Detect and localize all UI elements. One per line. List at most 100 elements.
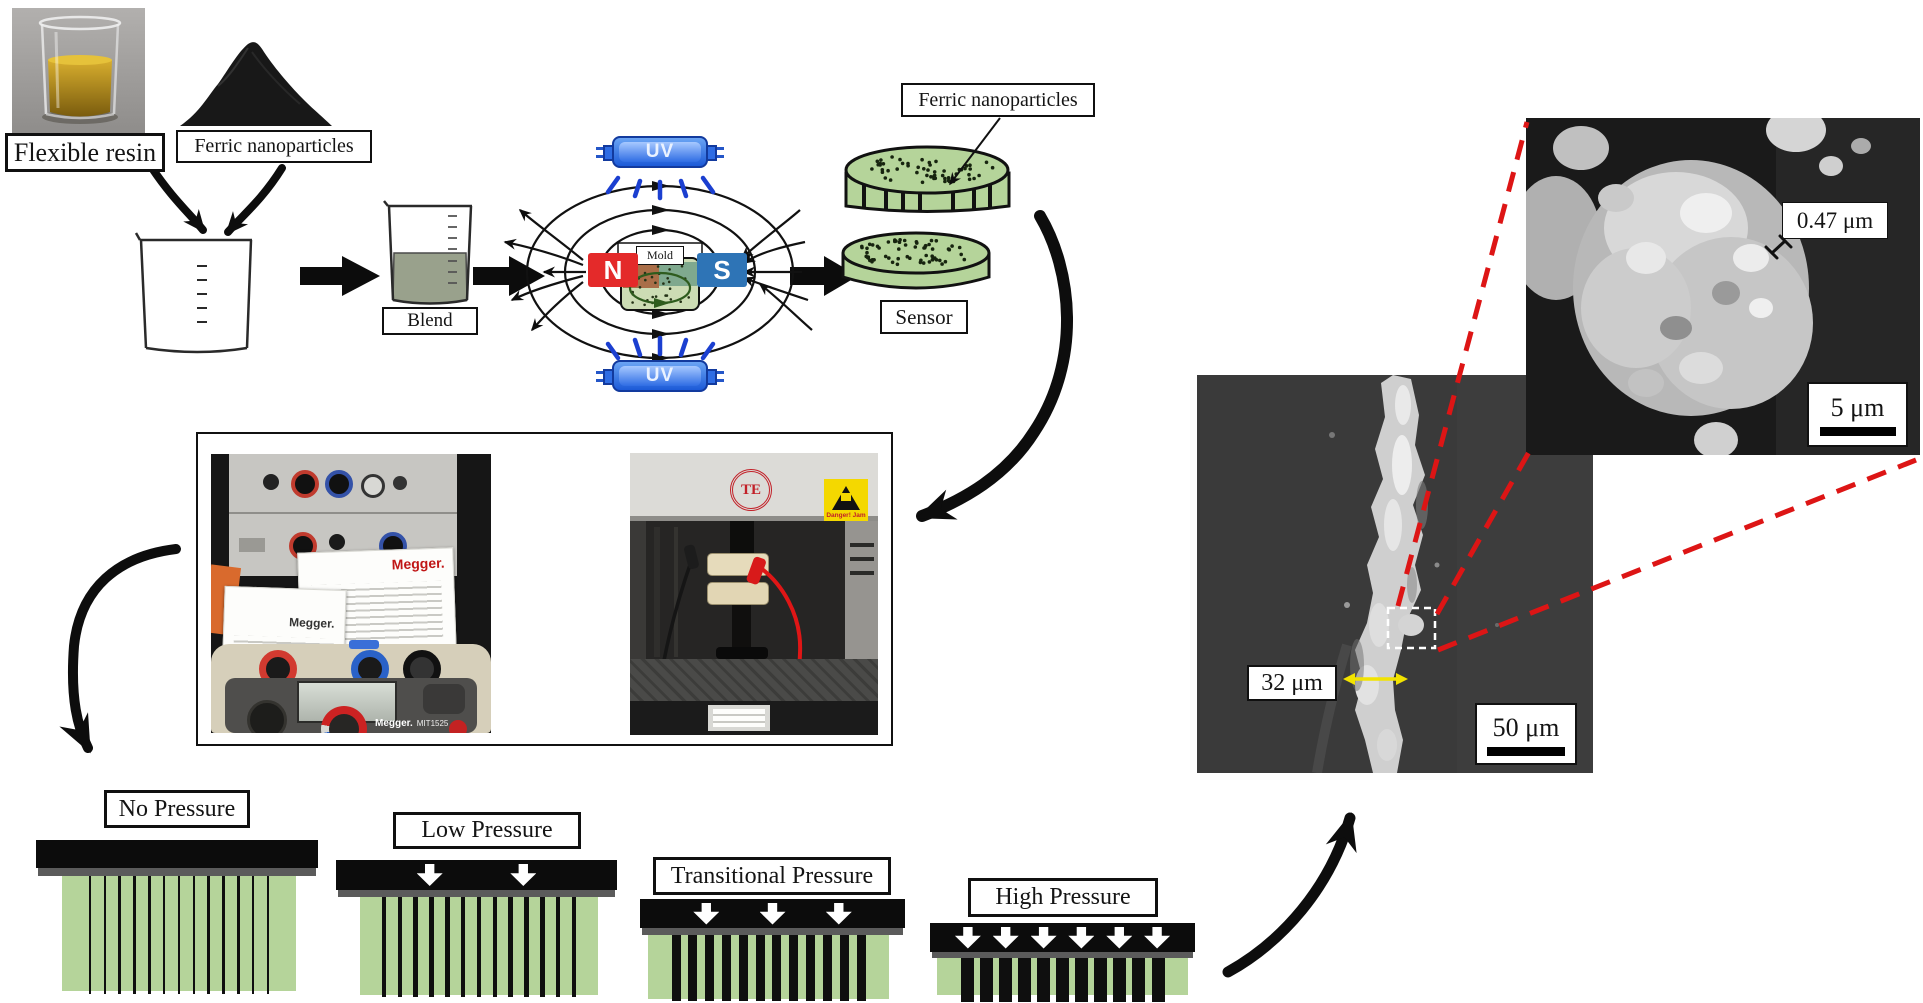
nanoparticle-pillar: [207, 876, 210, 994]
nanoparticle-pillar: [856, 935, 866, 1001]
nanoparticle-pillar: [540, 897, 545, 997]
warning-text: Danger! Jam: [826, 511, 866, 519]
panel-dial-icon: [361, 474, 385, 498]
sem-main-scalebar: 50 μm: [1475, 703, 1577, 765]
nanoparticle-pillar: [1075, 958, 1089, 1002]
press-strip: [642, 928, 903, 935]
nanoparticle-pillar: [429, 897, 434, 997]
press-strip: [932, 952, 1193, 958]
test-button: [449, 720, 467, 733]
arrow-keypad: [423, 684, 465, 714]
nanoparticle-pillar: [413, 897, 418, 997]
nanoparticle-pillar: [571, 897, 577, 997]
press-strip: [38, 868, 316, 876]
nanoparticle-pillar: [148, 876, 151, 994]
nanoparticle-pillar: [1036, 958, 1050, 1002]
nanoparticle-pillar: [460, 897, 466, 997]
inset-measure-label: 0.47 μm: [1782, 202, 1888, 239]
down-arrow-icon: [954, 926, 981, 949]
nanoparticle-pillar: [508, 897, 513, 997]
nanoparticle-pillar: [960, 958, 974, 1002]
down-arrow-icon: [1106, 926, 1133, 949]
nanoparticle-pillar: [133, 876, 136, 994]
magnet-south-pole: S: [697, 253, 747, 287]
pressure-stage-label: Low Pressure: [393, 812, 581, 849]
nanoparticle-pillar: [1094, 958, 1108, 1002]
uv-label: UV: [645, 365, 675, 386]
ferric-callout-label: Ferric nanoparticles: [901, 83, 1095, 117]
down-arrow-icon: [825, 902, 852, 925]
nanoparticle-pillar: [524, 897, 529, 997]
nanoparticle-pillar: [979, 958, 993, 1002]
resin-label: Flexible resin: [5, 133, 165, 172]
sem-main-scale-text: 50 μm: [1492, 712, 1560, 742]
nanoparticle-pillar: [118, 876, 121, 994]
nanoparticle-pillar: [177, 876, 181, 994]
sem-inset-scale-text: 5 μm: [1830, 393, 1885, 422]
nanoparticle-pillar: [772, 935, 782, 1001]
press-strip: [338, 890, 615, 897]
nanoparticle-pillar: [251, 876, 255, 994]
nanoparticle-pillar: [237, 876, 240, 994]
nanoparticle-pillar: [671, 935, 681, 1001]
power-knob: [247, 700, 287, 733]
nanoparticle-pillar: [1151, 958, 1165, 1002]
compression-tester-photo: TE Danger! Jam: [630, 453, 878, 735]
down-arrow-icon: [416, 864, 443, 886]
sensor-base: [648, 935, 889, 999]
panel-knob-icon: [329, 534, 345, 550]
nanoparticle-pillar: [722, 935, 731, 1001]
down-arrow-icon: [1068, 926, 1095, 949]
nanoparticle-pillar: [555, 897, 561, 997]
pressure-stage: High Pressure: [930, 878, 1195, 1003]
nanoparticle-pillar: [705, 935, 715, 1001]
nanoparticle-pillar: [822, 935, 832, 1001]
upper-ram: [730, 521, 754, 555]
sensor-label: Sensor: [880, 300, 968, 334]
uv-lamp-top: UV: [596, 136, 724, 168]
pressure-stage: No Pressure: [36, 790, 318, 1003]
nanoparticle-pillar: [789, 935, 799, 1001]
nanoparticle-pillar: [222, 876, 225, 994]
diamond-plate-floor: [630, 659, 878, 701]
device-control-zone: Megger. MIT1525 15kV: [225, 678, 477, 733]
pressure-stage-label: High Pressure: [968, 878, 1158, 917]
nanoparticle-pillar: [266, 876, 270, 994]
down-arrow-icon: [1144, 926, 1171, 949]
nanoparticles-label: Ferric nanoparticles: [176, 130, 372, 163]
nanoparticle-pillar: [476, 897, 482, 997]
down-arrow-icon: [693, 902, 720, 925]
device-brand: Megger.: [375, 718, 413, 729]
down-arrow-icon: [1030, 926, 1057, 949]
control-panel-chart: [229, 454, 457, 576]
machine-base: [630, 701, 878, 735]
nanoparticle-pillar: [162, 876, 166, 994]
testing-equipment-box: Megger. Megger.: [196, 432, 893, 746]
nanoparticle-pillar: [998, 958, 1012, 1002]
panel-knob-icon: [263, 474, 279, 490]
lower-ram: [732, 605, 751, 651]
nanoparticle-pillar: [192, 876, 196, 994]
insulation-tester-device: Megger. MIT1525 15kV: [211, 640, 491, 733]
press-plate: [640, 899, 905, 928]
ram-flange: [716, 647, 768, 659]
nanoparticle-pillar: [381, 897, 387, 997]
megger-tester-photo: Megger. Megger.: [211, 454, 491, 733]
nanoparticle-pillar: [397, 897, 403, 997]
scale-bar-line: [1819, 427, 1896, 436]
nanoparticle-pillar: [839, 935, 849, 1001]
nanoparticle-pillar: [688, 935, 698, 1001]
nanoparticle-pillar: [445, 897, 450, 997]
magnet-north-pole: N: [588, 253, 638, 287]
te-logo-text: TE: [740, 481, 761, 498]
down-arrow-icon: [992, 926, 1019, 949]
blend-label: Blend: [382, 307, 478, 335]
mold-label: Mold: [636, 246, 684, 265]
scale-bar-line: [1487, 746, 1565, 756]
pressure-stage-label: Transitional Pressure: [653, 857, 891, 895]
down-arrow-icon: [510, 864, 537, 886]
press-plate: [36, 840, 318, 868]
uv-lamp-bottom: UV: [596, 360, 724, 392]
